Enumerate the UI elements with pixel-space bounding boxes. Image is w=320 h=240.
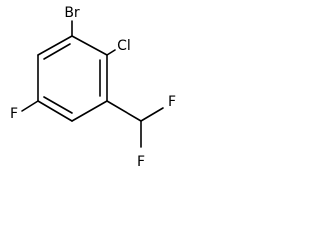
molecule-drawing: Br Cl F F F <box>0 0 188 178</box>
bond-c3-c4 <box>71 100 108 122</box>
bond-chf2-f-top <box>140 107 164 122</box>
bond-c2-cl <box>106 49 116 56</box>
bond-c6-c1 <box>37 35 73 56</box>
bond-c4-c5 <box>37 100 73 122</box>
double-bond-c4-c5 <box>43 96 73 114</box>
bond-c1-c2 <box>71 35 108 56</box>
top-fluorine-label: F <box>168 94 176 110</box>
bond-c3-chf2 <box>106 100 142 122</box>
double-bond-c1-c6 <box>43 43 71 60</box>
bottom-fluorine-label: F <box>137 154 145 170</box>
chlorine-label: Cl <box>117 38 131 54</box>
bromine-label: Br <box>64 5 80 21</box>
structure-svg: Br Cl F F F <box>10 5 176 170</box>
bond-c5-f <box>21 100 39 112</box>
ring-fluorine-label: F <box>10 106 18 122</box>
